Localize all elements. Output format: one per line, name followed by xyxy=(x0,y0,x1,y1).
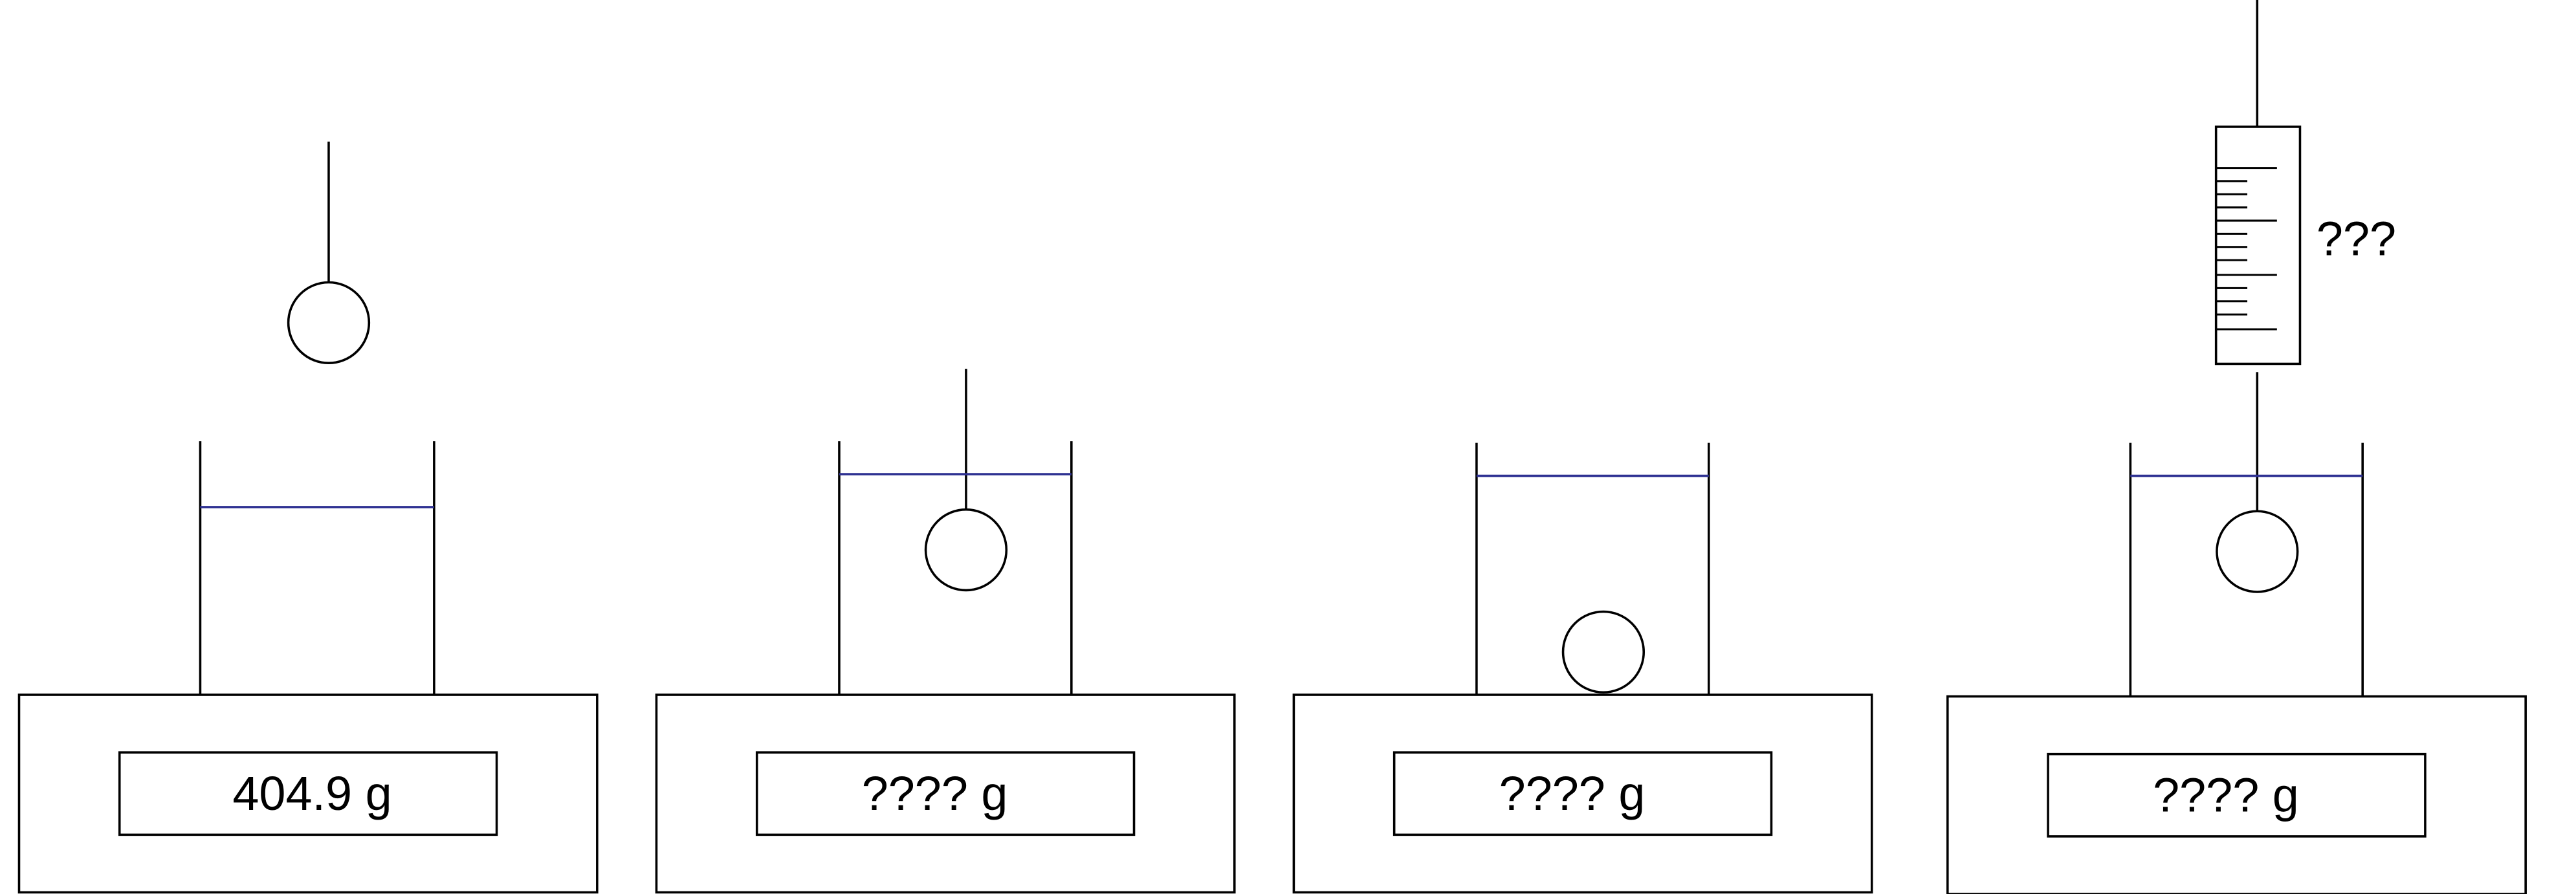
spring-scale-body xyxy=(2214,125,2302,365)
scale-body xyxy=(1946,695,2527,894)
scale-reading: ???? g xyxy=(2153,769,2299,822)
ball xyxy=(2216,510,2299,593)
ball xyxy=(924,508,1008,592)
spring-scale-ticks xyxy=(2216,167,2277,331)
scale-reading: 404.9 g xyxy=(232,767,391,820)
setup-1: 404.9 g xyxy=(17,141,599,894)
setup-4: ??? ???? g xyxy=(1946,0,2527,894)
scale-reading: ???? g xyxy=(862,767,1008,820)
ball xyxy=(287,281,371,364)
spring-scale: ??? xyxy=(2214,125,2396,365)
scale-display xyxy=(118,751,498,836)
scale-body xyxy=(655,693,1236,894)
scale-display xyxy=(2047,752,2427,838)
spring-scale-reading: ??? xyxy=(2317,212,2396,265)
scale-body xyxy=(17,693,599,894)
setup-2: ???? g xyxy=(655,369,1236,894)
scale-display xyxy=(755,751,1136,836)
ball xyxy=(1561,610,1646,694)
scale-display xyxy=(1393,751,1773,836)
scale-reading: ???? g xyxy=(1499,767,1646,820)
setup-3: ???? g xyxy=(1292,442,1873,894)
scale-body xyxy=(1292,693,1873,894)
